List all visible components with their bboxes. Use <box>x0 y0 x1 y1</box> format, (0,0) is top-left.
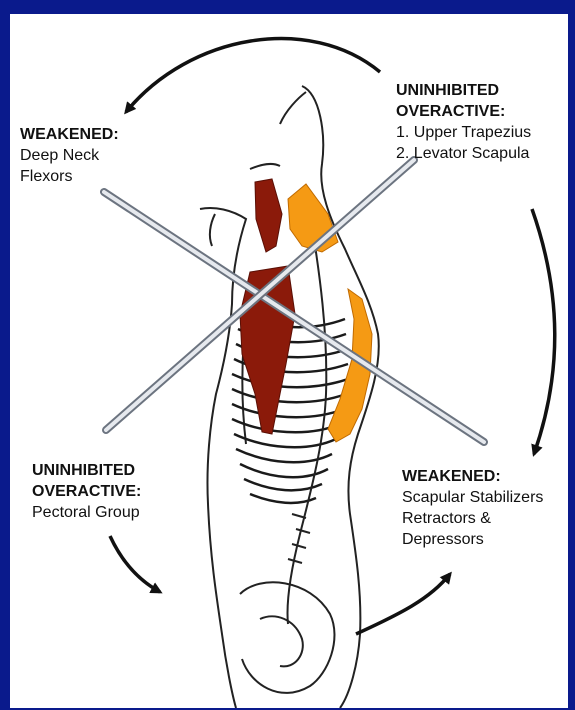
heading: OVERACTIVE: <box>32 481 141 502</box>
arrow-right-to-scapular <box>532 209 555 454</box>
line: Flexors <box>20 166 119 187</box>
label-weakened-scapular: WEAKENED: Scapular Stabilizers Retractor… <box>402 466 543 550</box>
line: Pectoral Group <box>32 502 141 523</box>
heading: UNINHIBITED <box>396 80 531 101</box>
line: Deep Neck <box>20 145 119 166</box>
spine <box>288 214 327 624</box>
label-overactive-pectoral: UNINHIBITED OVERACTIVE: Pectoral Group <box>32 460 141 523</box>
arrow-top-to-neck <box>126 39 380 112</box>
label-weakened-deep-neck: WEAKENED: Deep Neck Flexors <box>20 124 119 187</box>
line: Scapular Stabilizers <box>402 487 543 508</box>
label-overactive-upper-trapezius: UNINHIBITED OVERACTIVE: 1. Upper Trapezi… <box>396 80 531 164</box>
line: Depressors <box>402 529 543 550</box>
line: 2. Levator Scapula <box>396 143 531 164</box>
arrow-left-to-hip <box>110 536 160 592</box>
heading: OVERACTIVE: <box>396 101 531 122</box>
line: Retractors & <box>402 508 543 529</box>
arrow-bottom-to-right <box>356 574 450 634</box>
line: 1. Upper Trapezius <box>396 122 531 143</box>
upper-trapezius-levator-muscle <box>255 179 282 252</box>
heading: WEAKENED: <box>402 466 543 487</box>
heading: UNINHIBITED <box>32 460 141 481</box>
heading: WEAKENED: <box>20 124 119 145</box>
diagram-panel: WEAKENED: Deep Neck Flexors UNINHIBITED … <box>10 14 568 708</box>
